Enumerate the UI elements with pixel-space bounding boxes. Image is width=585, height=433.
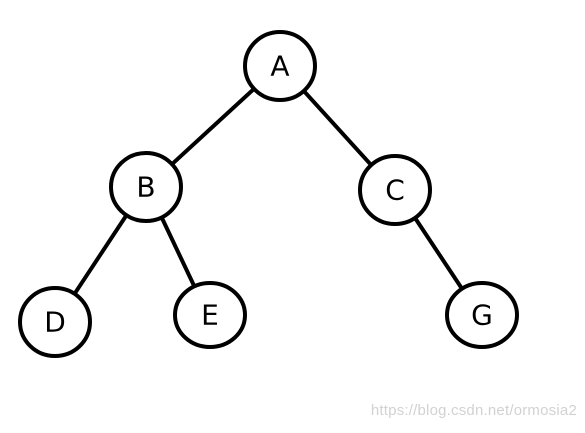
- node-circle-e: [173, 281, 247, 349]
- edges: [72, 86, 465, 296]
- watermark-text: https://blog.csdn.net/ormosia2: [370, 402, 577, 419]
- node-d: D: [18, 286, 92, 358]
- edge-b-d: [72, 213, 129, 296]
- node-g: G: [445, 281, 519, 349]
- node-circle-a: [243, 30, 317, 102]
- edge-a-b: [169, 86, 257, 167]
- edge-b-e: [159, 215, 197, 289]
- node-circle-c: [358, 154, 432, 226]
- node-label-a: A: [270, 50, 289, 83]
- node-circle-g: [445, 281, 519, 349]
- node-c: C: [358, 154, 432, 226]
- node-circle-d: [18, 286, 92, 358]
- nodes: A B C D E G: [18, 30, 519, 358]
- edge-a-c: [301, 88, 374, 168]
- node-b: B: [109, 151, 183, 223]
- node-label-e: E: [201, 299, 219, 332]
- node-label-b: B: [136, 171, 155, 204]
- node-label-d: D: [44, 306, 66, 339]
- node-label-g: G: [471, 299, 493, 332]
- node-e: E: [173, 281, 247, 349]
- node-circle-b: [109, 151, 183, 223]
- edge-c-g: [412, 215, 465, 291]
- node-a: A: [243, 30, 317, 102]
- node-label-c: C: [385, 174, 405, 207]
